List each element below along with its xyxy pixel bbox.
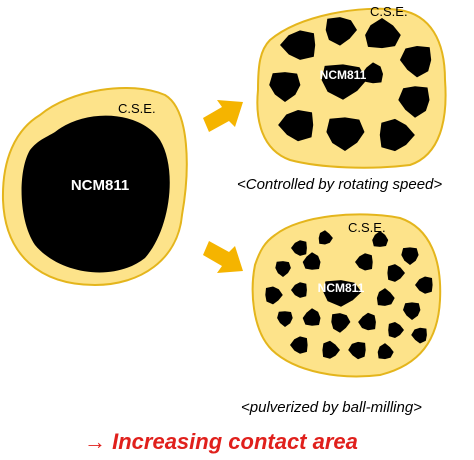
left-core-label: NCM811 [71, 177, 129, 194]
bottom-right-particle [291, 282, 307, 298]
bottom-right-particle [355, 253, 373, 271]
bottom-right-particle [265, 286, 283, 305]
top-right-shell-label: C.S.E. [370, 4, 408, 19]
bottom-right-shell-label: C.S.E. [348, 220, 386, 235]
bottom-right-particle [275, 261, 291, 277]
top-right-particle [399, 46, 432, 78]
bottom-right-particle [411, 327, 427, 344]
bottom-right-particle [318, 230, 333, 245]
top-right-particle [379, 118, 415, 152]
top-right-particle [325, 17, 357, 46]
top-right-core-label: NCM811 [320, 68, 367, 82]
bottom-right-particle [376, 288, 395, 306]
footer-caption: → Increasing contact area [84, 429, 358, 454]
bottom-right-particle [348, 341, 366, 360]
bottom-right-particle [331, 313, 351, 333]
arrow-down-right-icon [203, 241, 243, 273]
bottom-right-particle [277, 311, 293, 327]
top-right-core-particle [321, 64, 367, 100]
top-right-particle [269, 72, 301, 102]
bottom-right-caption: <pulverized by ball-milling> [241, 399, 422, 416]
top-right-particle [280, 30, 316, 60]
bottom-right-particle [302, 308, 321, 326]
left-ncm-particle [21, 115, 170, 273]
top-right-particle [398, 86, 430, 118]
bottom-right-particle [372, 231, 389, 247]
top-right-caption: <Controlled by rotating speed> [237, 176, 443, 193]
bottom-right-particle [358, 312, 376, 331]
arrow-up-right-icon [203, 100, 243, 132]
top-right-particles [269, 17, 432, 152]
top-right-particle [326, 117, 365, 151]
bottom-right-particle [302, 252, 321, 270]
bottom-right-particle [401, 247, 419, 265]
bottom-right-particle [388, 322, 404, 338]
top-right-particle [365, 18, 401, 49]
bottom-right-particle [322, 340, 340, 359]
top-right-particle [361, 62, 383, 84]
bottom-right-particle [403, 302, 421, 320]
bottom-right-particles [265, 230, 433, 360]
bottom-right-core-label: NCM811 [318, 281, 365, 295]
bottom-right-particle [415, 276, 433, 294]
bottom-right-particle [377, 343, 394, 360]
bottom-right-particle [290, 336, 308, 354]
left-shell-label: C.S.E. [118, 101, 156, 116]
bottom-right-particle [387, 264, 405, 282]
top-right-particle [278, 110, 314, 142]
bottom-right-particle [291, 240, 307, 256]
bottom-right-core-particle [323, 280, 362, 307]
